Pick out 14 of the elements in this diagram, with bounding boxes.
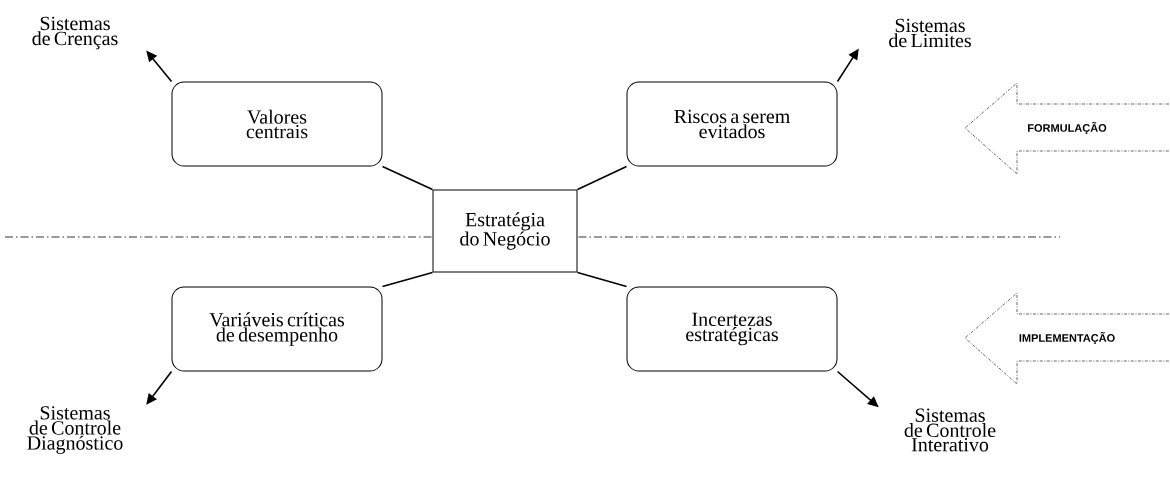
system-label: Sistemas de Limites	[889, 18, 971, 48]
strategy-box: Estratégia do Negócio	[432, 189, 578, 273]
connector-line	[576, 165, 628, 191]
arrow	[146, 370, 173, 405]
connector-line	[576, 271, 628, 288]
system-label: Sistemas de Controle Diagnóstico	[27, 406, 123, 454]
rounded-box: Riscos a serem evitados	[626, 81, 838, 167]
rounded-box: Variáveis críticas de desempenho	[171, 286, 383, 372]
connector-line	[381, 271, 434, 288]
connector-line	[381, 165, 434, 191]
system-label: Sistemas de Crenças	[32, 16, 118, 50]
system-label: Sistemas de Controle Interativo	[904, 408, 996, 452]
rounded-box: Incertezas estratégicas	[626, 286, 838, 372]
rounded-box: Valores centrais	[171, 81, 383, 167]
